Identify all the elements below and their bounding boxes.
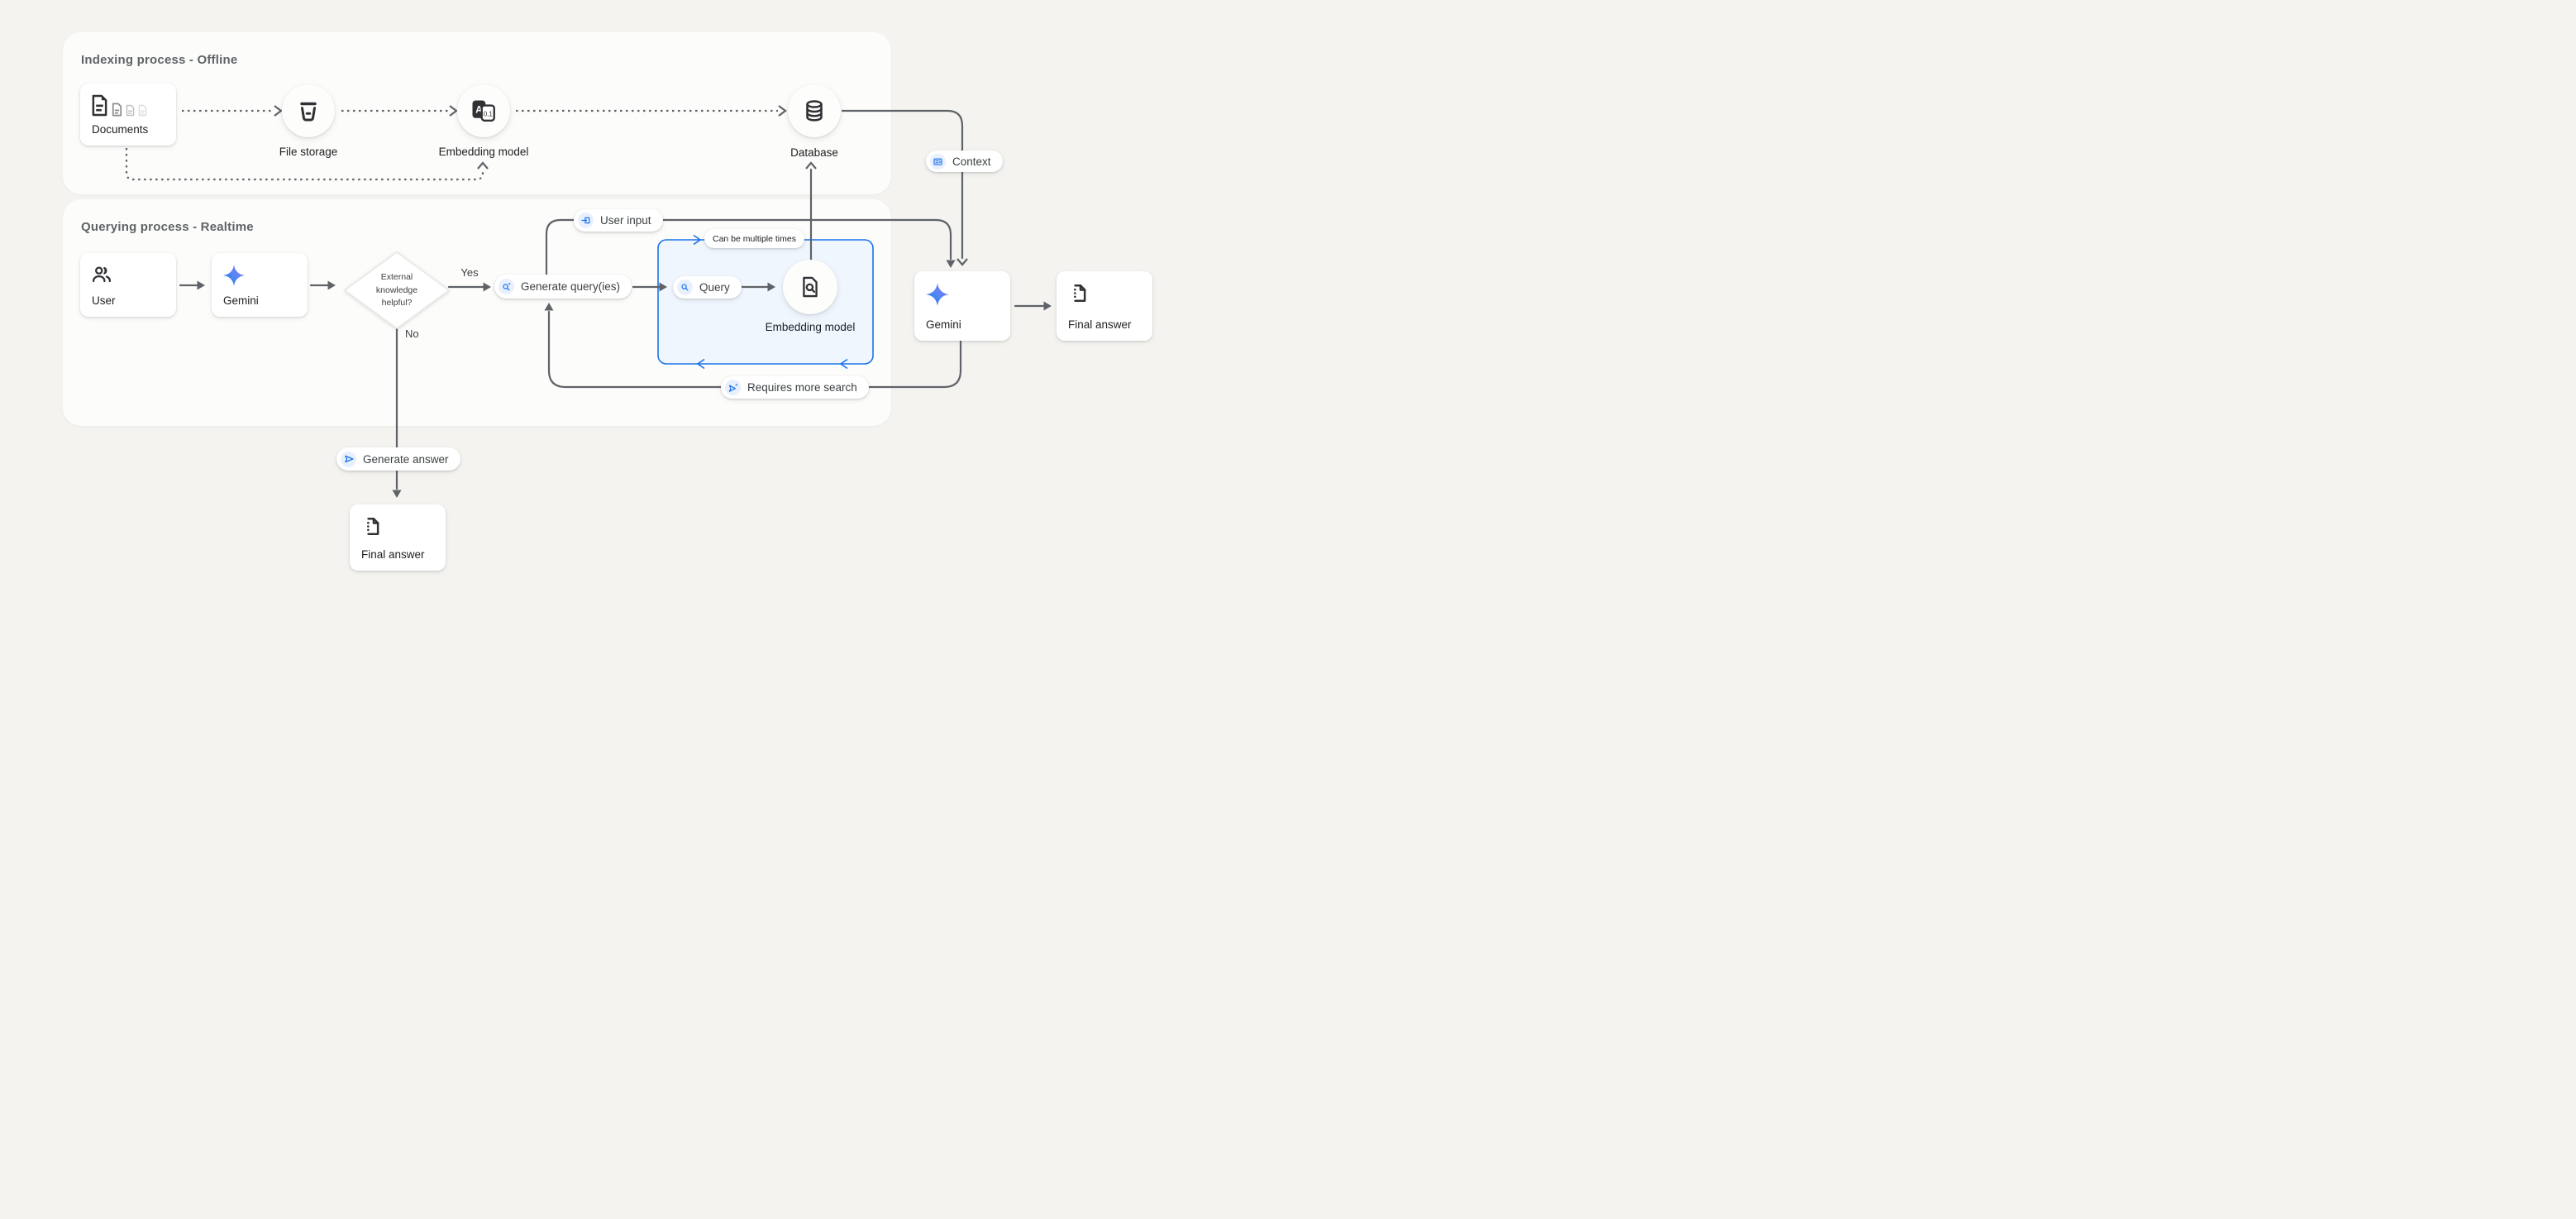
arrowhead xyxy=(544,303,554,311)
user-label: User xyxy=(92,294,116,307)
no-label: No xyxy=(405,327,419,340)
arrowhead xyxy=(956,258,968,266)
arrowhead xyxy=(659,282,667,292)
arrowhead xyxy=(477,161,489,170)
database-icon xyxy=(806,100,823,122)
arrowhead xyxy=(1043,301,1052,311)
decision-label: External knowledge helpful? xyxy=(375,272,418,308)
chevron-arrowheads xyxy=(805,161,968,266)
gemini-query-node: Gemini xyxy=(212,253,308,317)
panel-querying-title: Querying process - Realtime xyxy=(81,220,254,234)
panel-indexing-title: Indexing process - Offline xyxy=(81,53,238,67)
edge-userinput-gemini xyxy=(545,218,952,276)
arrowhead xyxy=(696,358,705,370)
arrowhead xyxy=(449,105,458,117)
arrowhead xyxy=(767,282,775,292)
embedding-model-query-node xyxy=(783,260,837,314)
context-pill: Context xyxy=(926,151,1003,172)
database-node xyxy=(788,84,841,137)
embedding-model-query-label: Embedding model xyxy=(765,321,856,333)
query-pill-label: Query xyxy=(699,281,730,294)
bucket-icon xyxy=(300,102,317,122)
final-answer-bottom-label: Final answer xyxy=(361,548,425,561)
gemini-star-icon xyxy=(925,282,950,307)
requires-more-search-pill: Requires more search xyxy=(721,376,869,399)
doc-search-icon xyxy=(803,276,818,298)
arrowhead xyxy=(197,280,205,290)
gemini-answer-label: Gemini xyxy=(926,318,961,331)
user-input-pill: User input xyxy=(574,209,663,232)
people-icon xyxy=(91,264,112,285)
query-pill: Query xyxy=(673,276,742,299)
gemini-star-icon xyxy=(222,264,246,287)
arrowhead xyxy=(327,280,336,290)
solid-arrowheads xyxy=(197,260,1052,498)
decision-diamond xyxy=(344,251,450,329)
embedding-model-icon: A 0,1 xyxy=(472,100,495,122)
generate-answer-pill-label: Generate answer xyxy=(363,452,449,466)
final-answer-bottom-node: Final answer xyxy=(350,504,446,571)
arrowhead xyxy=(805,161,817,170)
search-spark-icon xyxy=(499,279,514,294)
final-answer-right-node: Final answer xyxy=(1057,271,1152,341)
arrowhead xyxy=(392,490,402,498)
user-node: User xyxy=(80,253,176,317)
generate-answer-pill: Generate answer xyxy=(336,447,460,471)
context-pill-label: Context xyxy=(952,155,991,168)
requires-more-search-label: Requires more search xyxy=(747,381,857,394)
arrowhead xyxy=(693,234,702,246)
arrowhead xyxy=(778,105,787,117)
dashed-edges xyxy=(125,109,778,181)
database-label: Database xyxy=(790,146,838,159)
loop-box-direction-arrows xyxy=(693,234,848,370)
edge-database-context-gemini xyxy=(841,109,964,260)
documents-icon xyxy=(91,94,147,117)
arrowhead xyxy=(839,358,848,370)
can-be-multiple-times-label: Can be multiple times xyxy=(713,233,796,244)
arrowhead xyxy=(274,105,283,117)
file-storage-label: File storage xyxy=(279,146,338,158)
generate-queries-pill: Generate query(ies) xyxy=(494,275,632,299)
gemini-answer-node: Gemini xyxy=(914,271,1010,341)
arrowhead xyxy=(946,260,956,268)
send-icon xyxy=(341,451,356,467)
embedding-letter: A xyxy=(475,103,483,115)
final-answer-doc-icon xyxy=(1067,282,1090,304)
embedding-model-offline-node: A 0,1 xyxy=(457,84,510,137)
arrowhead xyxy=(483,282,491,292)
user-input-pill-label: User input xyxy=(600,214,651,227)
generate-queries-pill-label: Generate query(ies) xyxy=(521,280,621,293)
rag-architecture-diagram: Indexing process - Offline Querying proc… xyxy=(0,0,1288,614)
yes-label: Yes xyxy=(460,266,479,279)
final-answer-right-label: Final answer xyxy=(1068,318,1132,331)
embedding-model-offline-label: Embedding model xyxy=(438,146,529,158)
dashed-arrowheads xyxy=(274,105,787,170)
search-icon xyxy=(677,280,693,295)
article-icon xyxy=(930,153,946,170)
embedding-digits: 0,1 xyxy=(484,111,494,118)
input-icon xyxy=(578,213,594,228)
send-spark-icon xyxy=(725,380,741,395)
edge-gemini-requiressearch xyxy=(865,339,962,389)
file-storage-node xyxy=(282,84,335,137)
edge-requiressearch-genquery xyxy=(547,310,723,389)
gemini-query-label: Gemini xyxy=(223,294,259,307)
node-layer: Documents File storage A 0,1 Embedding m… xyxy=(0,0,1288,614)
can-be-multiple-times-pill: Can be multiple times xyxy=(704,229,804,248)
documents-node: Documents xyxy=(80,84,176,146)
documents-label: Documents xyxy=(92,123,149,136)
final-answer-doc-icon xyxy=(360,515,383,538)
